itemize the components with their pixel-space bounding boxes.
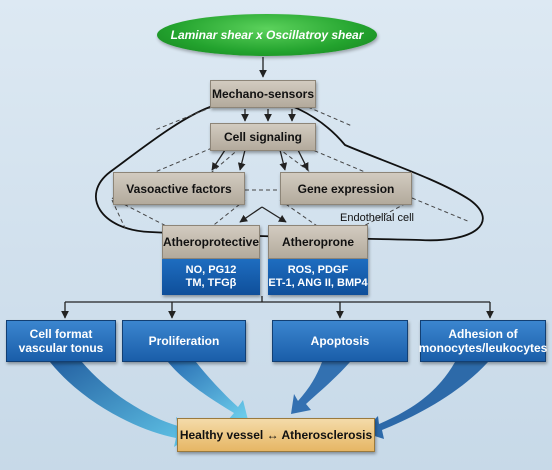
vasoactive-factors-box: Vasoactive factors — [113, 172, 245, 205]
shear-stress-label: Laminar shear x Oscillatroy shear — [170, 28, 364, 42]
gene-expression-label: Gene expression — [297, 181, 395, 196]
final-outcome-box: Healthy vessel ↔ Atherosclerosis — [177, 418, 375, 452]
vasoactive-factors-label: Vasoactive factors — [126, 181, 232, 196]
outcome-cell-format-line2: vascular tonus — [18, 341, 104, 355]
outcome-apoptosis-label: Apoptosis — [310, 334, 370, 348]
mechano-sensors-label: Mechano-sensors — [211, 87, 315, 101]
endothelial-cell-label: Endothelial cell — [340, 212, 414, 224]
atheroprotective-factors-line2: TM, TFGβ — [185, 277, 237, 289]
gene-expression-box: Gene expression — [280, 172, 412, 205]
outcome-adhesion-line2: monocytes/leukocytes — [418, 341, 548, 355]
shear-stress-ellipse: Laminar shear x Oscillatroy shear — [157, 14, 377, 56]
outcome-proliferation-label: Proliferation — [148, 334, 220, 348]
atheroprone-group: Atheroprone ROS, PDGF ET-1, ANG II, BMP4 — [268, 225, 368, 295]
atheroprone-factors-line1: ROS, PDGF — [287, 264, 349, 276]
outcome-apoptosis-box: Apoptosis — [272, 320, 408, 362]
atheroprotective-label: Atheroprotective — [162, 235, 260, 249]
atheroprone-label: Atheroprone — [282, 235, 354, 249]
atheroprone-factors-line2: ET-1, ANG II, BMP4 — [268, 277, 368, 289]
outcome-cell-format-line1: Cell format — [29, 327, 93, 341]
atheroprone-factors: ROS, PDGF ET-1, ANG II, BMP4 — [268, 259, 368, 295]
flow-arrows — [61, 57, 494, 319]
atheroprone-header: Atheroprone — [268, 225, 368, 259]
endothelial-cell-outline — [95, 96, 484, 242]
cell-signaling-label: Cell signaling — [223, 130, 302, 144]
outcome-arrows — [50, 362, 488, 447]
atheroprotective-group: Atheroprotective NO, PG12 TM, TFGβ — [162, 225, 260, 295]
final-outcome-label: Healthy vessel ↔ Atherosclerosis — [179, 428, 373, 442]
cell-signaling-box: Cell signaling — [210, 123, 316, 151]
outcome-adhesion-box: Adhesion of monocytes/leukocytes — [418, 320, 548, 362]
atheroprotective-factors: NO, PG12 TM, TFGβ — [162, 259, 260, 295]
outcome-proliferation-box: Proliferation — [122, 320, 246, 362]
outcome-adhesion-line1: Adhesion of — [448, 327, 518, 341]
atheroprotective-factors-line1: NO, PG12 — [185, 264, 237, 276]
mechano-sensors-box: Mechano-sensors — [210, 80, 316, 108]
outcome-cell-format-box: Cell format vascular tonus — [6, 320, 116, 362]
atheroprotective-header: Atheroprotective — [162, 225, 260, 259]
